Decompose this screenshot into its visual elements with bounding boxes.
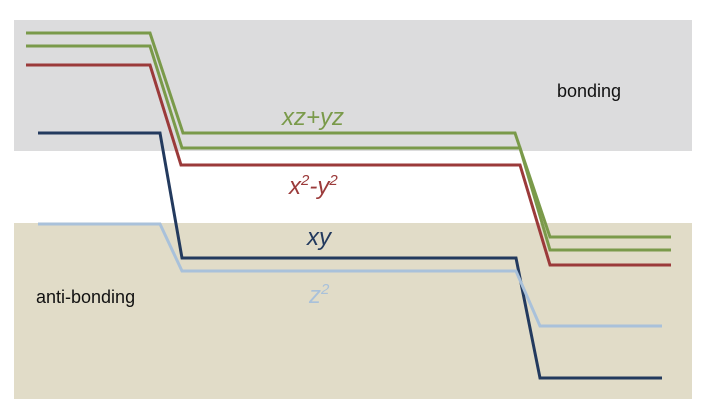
orbital-line-z2: [38, 222, 662, 328]
orbital-line-x2-y2: [26, 63, 671, 267]
bonding-region: [14, 20, 692, 151]
orbital-line-xy: [38, 131, 662, 380]
antibonding-region: [14, 223, 692, 399]
orbital-label-x2-y2: x2-y2: [288, 172, 338, 200]
orbital-line-xz-yz-1: [26, 31, 671, 239]
orbital-label-xy: xy: [306, 224, 333, 251]
antibonding-label: anti-bonding: [36, 287, 135, 307]
bonding-label: bonding: [557, 81, 621, 101]
orbital-label-z2: z2: [308, 281, 330, 309]
orbital-line-xz-yz-2: [26, 44, 671, 252]
orbital-label-xz-yz: xz+yz: [281, 104, 344, 131]
